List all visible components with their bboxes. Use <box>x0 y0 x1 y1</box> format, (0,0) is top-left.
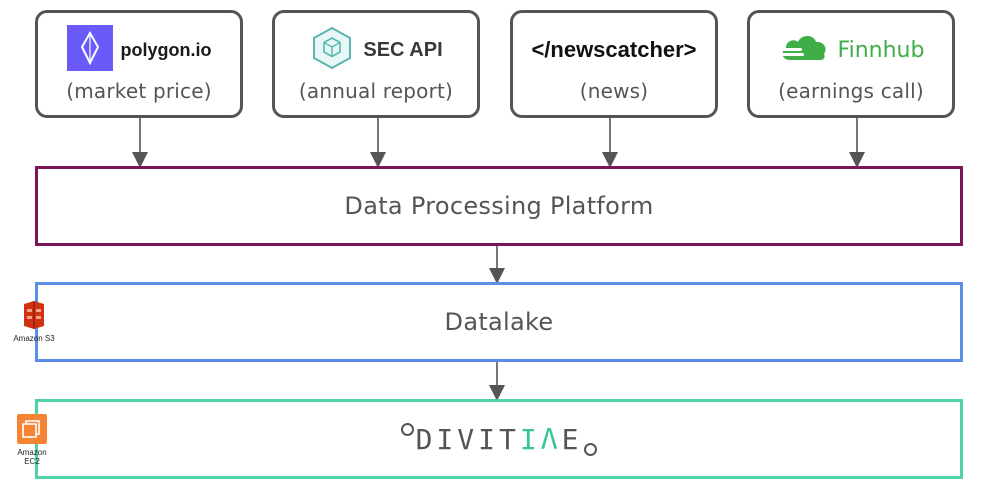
source-label: (earnings call) <box>778 79 924 103</box>
amazon-ec2-label-line1: Amazon <box>17 448 47 457</box>
newscatcher-brand-name: </newscatcher> <box>531 37 697 62</box>
amazon-s3-badge: Amazon S3 <box>4 300 64 343</box>
finnhub-brand-name: Finnhub <box>837 37 925 63</box>
amazon-ec2-badge: Amazon EC2 <box>10 414 54 466</box>
datalake-box: Datalake <box>35 282 963 362</box>
source-label: (news) <box>579 79 649 103</box>
divitiae-name-main: DIVIT <box>415 422 520 456</box>
source-sec-api: SEC API (annual report) <box>272 10 480 118</box>
polygon-brand-name: polygon.io <box>120 39 212 60</box>
divitiae-name-tail: E <box>561 422 583 456</box>
logo-ring-right-icon <box>584 442 598 456</box>
amazon-s3-label: Amazon S3 <box>13 334 55 343</box>
source-newscatcher: </newscatcher> (news) <box>510 10 718 118</box>
sec-api-brand-name: SEC API <box>363 38 443 61</box>
source-label: (market price) <box>66 79 212 103</box>
datalake-title: Datalake <box>444 308 554 336</box>
polygon-logo-icon <box>66 25 113 75</box>
amazon-s3-icon <box>20 301 48 334</box>
amazon-ec2-icon <box>17 414 47 448</box>
sec-api-logo-icon <box>309 25 355 75</box>
finnhub-cloud-icon <box>778 30 830 70</box>
source-label: (annual report) <box>298 79 454 103</box>
source-polygon: polygon.io (market price) <box>35 10 243 118</box>
data-processing-platform-title: Data Processing Platform <box>344 192 654 220</box>
amazon-ec2-label-line2: EC2 <box>24 457 40 466</box>
logo-ring-left-icon <box>400 422 414 436</box>
source-finnhub: Finnhub (earnings call) <box>747 10 955 118</box>
data-processing-platform-box: Data Processing Platform <box>35 166 963 246</box>
divitiae-name-accent: IΛ <box>519 422 562 456</box>
